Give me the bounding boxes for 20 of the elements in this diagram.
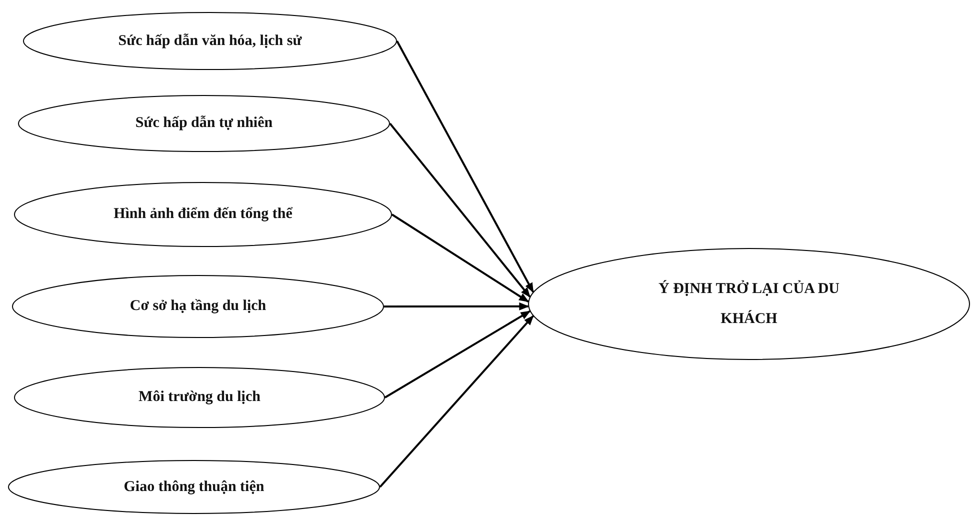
arrow — [396, 40, 534, 293]
ellipse-node — [528, 248, 970, 360]
ellipse-node — [14, 182, 392, 247]
node-label: Giao thông thuận tiện — [124, 478, 264, 496]
arrow — [391, 214, 530, 302]
arrow — [384, 310, 531, 398]
ellipse-node — [18, 95, 390, 152]
node-label: Cơ sở hạ tầng du lịch — [130, 298, 266, 315]
arrow — [384, 302, 530, 310]
node-label: Sức hấp dẫn văn hóa, lịch sử — [118, 32, 302, 50]
ellipse-node — [8, 460, 380, 514]
ellipse-node — [14, 367, 385, 428]
arrow — [379, 315, 534, 488]
ellipse-node — [12, 275, 384, 338]
node-label: Môi trường du lịch — [138, 389, 260, 406]
node-label: Hình ảnh điểm đến tổng thể — [114, 206, 292, 223]
ellipse-node — [23, 12, 397, 70]
node-label: Ý ĐỊNH TRỞ LẠI CỦA DU KHÁCH — [658, 279, 840, 329]
arrow — [389, 122, 531, 298]
node-label: Sức hấp dẫn tự nhiên — [135, 115, 273, 132]
